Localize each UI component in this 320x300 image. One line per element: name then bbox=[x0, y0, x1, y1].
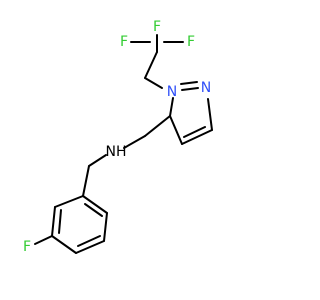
bond-ch2-n1 bbox=[144, 77, 163, 89]
bond-b5-b6-inner bbox=[58, 209, 62, 234]
molecule-structure: F F F N N NH F bbox=[23, 19, 213, 255]
atom-n1: N bbox=[167, 84, 177, 100]
bond-b1-b2-inner bbox=[84, 203, 103, 217]
bond-n2-c3 bbox=[207, 98, 213, 131]
bond-b5-b6 bbox=[51, 206, 56, 237]
bond-ring-f bbox=[34, 235, 53, 245]
atom-labels: F F F N N NH F bbox=[23, 19, 211, 255]
bond-ch2-nh bbox=[123, 135, 146, 149]
bond-n1-n2-inner bbox=[180, 81, 198, 85]
bond-c4-c5 bbox=[169, 115, 183, 145]
bond-c5-n1 bbox=[169, 97, 174, 117]
atom-nh: NH bbox=[106, 144, 127, 160]
bond-ch2-ring bbox=[82, 165, 90, 197]
molecule-drawing: F F F N N NH F bbox=[23, 19, 213, 255]
bond-n1-n2 bbox=[181, 87, 199, 91]
atom-f2: F bbox=[153, 19, 161, 35]
bond-b2-b3 bbox=[103, 212, 108, 242]
bonds bbox=[34, 34, 213, 254]
atom-f3: F bbox=[187, 34, 195, 50]
atom-n2: N bbox=[201, 80, 211, 96]
bond-b3-b4 bbox=[75, 240, 105, 254]
bond-c3-c4 bbox=[181, 129, 213, 145]
bond-c3-c4-inner bbox=[183, 126, 206, 138]
bond-b3-b4-inner bbox=[77, 235, 101, 247]
bond-b4-b5 bbox=[51, 235, 77, 254]
bond-b6-b1 bbox=[54, 195, 84, 208]
bond-b1-b2 bbox=[82, 195, 108, 214]
atom-f1: F bbox=[120, 34, 128, 50]
bond-cf3-ch2 bbox=[144, 51, 158, 79]
bond-nh-ch2 bbox=[88, 154, 107, 167]
atom-f4: F bbox=[23, 239, 31, 255]
bond-c5-ch2 bbox=[144, 115, 171, 137]
